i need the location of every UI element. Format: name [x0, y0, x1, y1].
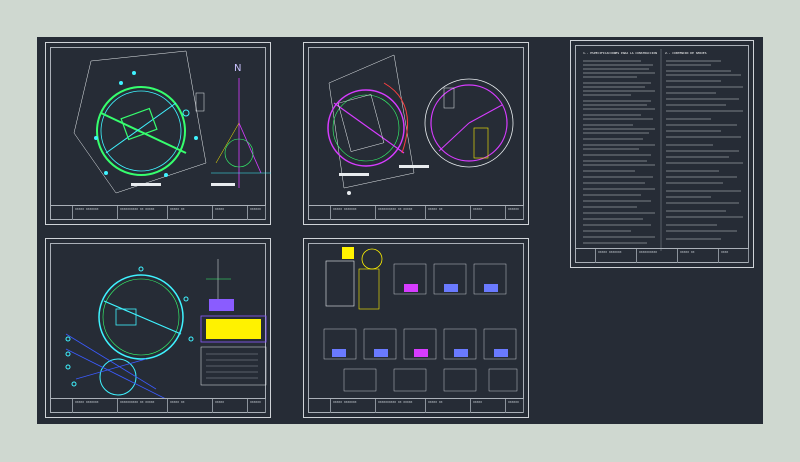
title-block-cell: XXXXX XXXXXXX	[596, 249, 637, 263]
title-block: XXXXX XXXXXXX XXXXXXXXXX XX XXXXX XXXXX …	[308, 205, 524, 220]
title-block-cell: XXXXX XX	[426, 206, 471, 220]
title-block-cell: XXXXX XX	[168, 206, 213, 220]
drawing-sheet-specifications[interactable]: 1.- ESPECIFICACIONES PARA LA CONSTRUCCIO…	[570, 40, 754, 268]
title-block-cell: XXXXX XX	[168, 399, 213, 413]
title-block-logo	[50, 206, 73, 220]
sheet-border	[308, 47, 524, 220]
title-block-logo	[308, 399, 331, 413]
cad-model-space[interactable]: N XXXXX XXXXXXX XXXXXXXXXX XX XXXXX XXXX…	[37, 37, 763, 424]
spec-text-lines	[583, 49, 743, 251]
title-block-logo	[575, 249, 596, 263]
site-plan-drawing	[73, 50, 271, 194]
title-block-cell: XXXXX	[213, 399, 248, 413]
title-block-cell: XXXXXXXXXX XX XXXXX	[376, 206, 426, 220]
title-block-cell: XXXXX	[471, 399, 506, 413]
title-block-cell: XXXXX XX	[678, 249, 719, 263]
spec-heading-col1: 1.- ESPECIFICACIONES PARA LA CONSTRUCCIO…	[583, 51, 658, 55]
title-block-cell: XXXXXXXXXX XX XXXXX	[118, 399, 168, 413]
title-block-cell: XXXXX XXXXXXX	[331, 399, 376, 413]
title-block: XXXXX XXXXXXX XXXXXXXXXX XX XXXXX XXXXX …	[50, 205, 266, 220]
sheet-border	[50, 47, 266, 220]
title-block-logo	[308, 206, 331, 220]
sheet-border	[50, 243, 266, 413]
details-drawing	[323, 247, 518, 392]
sheet-border	[308, 243, 524, 413]
drawing-sheet-details[interactable]: XXXXX XXXXXXX XXXXXXXXXX XX XXXXX XXXXX …	[303, 238, 529, 418]
title-block-cell: XXXXX XXXXXXX	[73, 399, 118, 413]
title-block-cell: XXXXXXXXXX	[637, 249, 678, 263]
title-block-cell: XXXXX	[471, 206, 506, 220]
north-arrow-label: N	[234, 63, 242, 74]
title-block-cell: XXXXXXXXXX XX XXXXX	[376, 399, 426, 413]
drawing-sheet-structural-plan[interactable]: XXXXX XXXXXXX XXXXXXXXXX XX XXXXX XXXXX …	[45, 238, 271, 418]
title-block-cell: XXXXXX	[506, 206, 524, 220]
title-block-cell: XXXXXX	[248, 399, 266, 413]
title-block: XXXXX XXXXXXX XXXXXXXXXX XX XXXXX XXXXX …	[50, 398, 266, 413]
title-block-cell: XXXXXXXXXX XX XXXXX	[118, 206, 168, 220]
spec-heading-col2: 2.- CONTENIDO DE SERIES	[665, 51, 707, 55]
structural-plan-drawing	[65, 259, 267, 400]
sheet-border	[575, 45, 749, 263]
title-block-cell: XXXXX XXXXXXX	[331, 206, 376, 220]
title-block-cell: XXXXX XX	[426, 399, 471, 413]
title-block-logo	[50, 399, 73, 413]
title-block-cell: XXXXXX	[248, 206, 266, 220]
title-block-cell: XXXXX XXXXXXX	[73, 206, 118, 220]
title-block-cell: XXXX	[719, 249, 749, 263]
title-block-cell: XXXXXX	[506, 399, 524, 413]
floor-plans-drawing	[327, 54, 514, 195]
drawing-sheet-site-plan[interactable]: N XXXXX XXXXXXX XXXXXXXXXX XX XXXXX XXXX…	[45, 42, 271, 225]
title-block-cell: XXXXX	[213, 206, 248, 220]
drawing-sheet-floor-plans[interactable]: XXXXX XXXXXXX XXXXXXXXXX XX XXXXX XXXXX …	[303, 42, 529, 225]
title-block: XXXXX XXXXXXX XXXXXXXXXX XXXXX XX XXXX	[575, 248, 749, 263]
title-block: XXXXX XXXXXXX XXXXXXXXXX XX XXXXX XXXXX …	[308, 398, 524, 413]
